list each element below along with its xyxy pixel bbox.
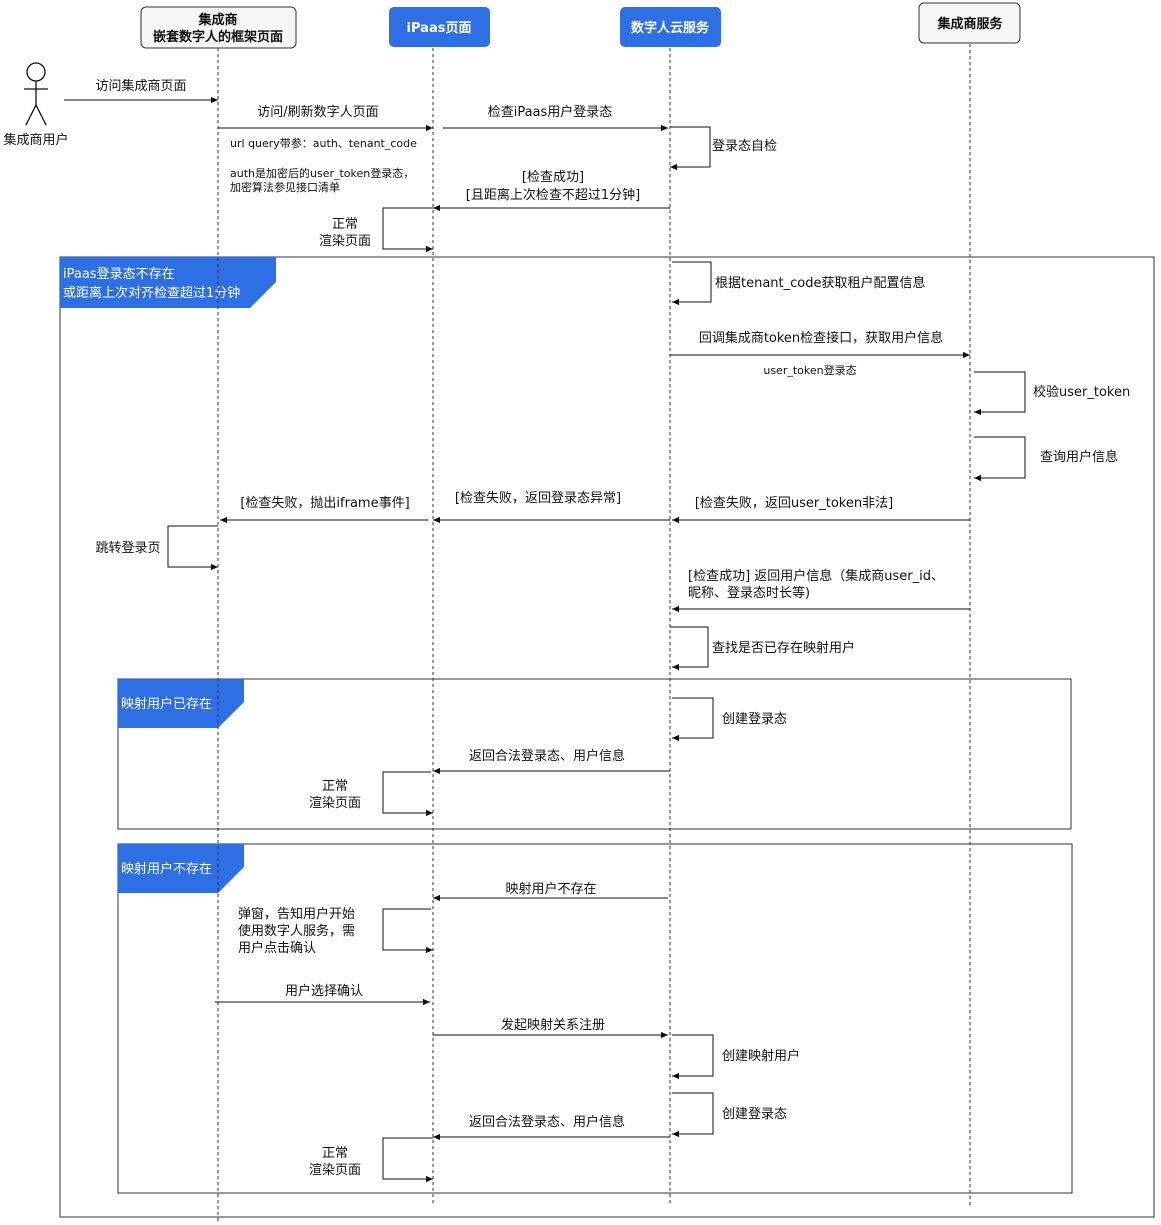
fragment-notexists-label: 映射用户不存在 bbox=[121, 861, 212, 877]
msg-popup-arrow bbox=[382, 908, 433, 954]
msg-query-user-label: 查询用户信息 bbox=[1040, 449, 1118, 465]
fragment-outer-frame bbox=[59, 256, 1155, 1218]
fragment-exists-label: 映射用户已存在 bbox=[121, 696, 212, 712]
participant-frame-label-2: 嵌套数字人的框架页面 bbox=[153, 29, 283, 45]
fragment-outer-label-1: iPaas登录态不存在 bbox=[63, 267, 175, 282]
msg-url-query-note: url query带参：auth、tenant_code bbox=[230, 136, 417, 150]
msg-return-valid-1-label: 返回合法登录态、用户信息 bbox=[469, 748, 625, 764]
msg-mapped-not-exist-label: 映射用户不存在 bbox=[505, 881, 596, 897]
fragment-exists-tag bbox=[118, 679, 244, 728]
msg-success-userinfo-label-1: [检查成功] 返回用户信息（集成商user_id、 bbox=[688, 568, 944, 584]
actor-user-label: 集成商用户 bbox=[3, 132, 68, 148]
msg-check-ipaas-label: 检查iPaas用户登录态 bbox=[488, 104, 613, 120]
msg-create-mapped-label: 创建映射用户 bbox=[722, 1048, 800, 1064]
msg-fail-login-label: [检查失败，返回登录态异常] bbox=[455, 491, 621, 506]
msg-user-token-note: user_token登录态 bbox=[763, 363, 856, 377]
msg-create-login-2-label: 创建登录态 bbox=[722, 1107, 787, 1122]
msg-self-check-label: 登录态自检 bbox=[712, 139, 777, 154]
fragment-outer-tag bbox=[60, 257, 276, 308]
msg-check-success-label-2: [且距离上次检查不超过1分钟] bbox=[466, 187, 640, 203]
msg-popup-label-3: 用户点击确认 bbox=[238, 940, 316, 956]
msg-auth-note-2: 加密算法参见接口清单 bbox=[230, 180, 340, 194]
msg-query-user-arrow bbox=[974, 436, 1026, 482]
msg-render-2-label-2: 渲染页面 bbox=[309, 796, 361, 811]
msg-find-mapped-arrow bbox=[670, 626, 709, 671]
participant-ipaas-box bbox=[389, 7, 490, 47]
msg-render-1-label-1: 正常 bbox=[332, 217, 358, 232]
msg-goto-login-label: 跳转登录页 bbox=[95, 541, 160, 556]
msg-render-3-arrow bbox=[382, 1137, 433, 1183]
msg-render-1-label-2: 渲染页面 bbox=[319, 234, 371, 249]
msg-fail-token-label: [检查失败，返回user_token非法] bbox=[695, 496, 893, 511]
msg-render-2-label-1: 正常 bbox=[322, 779, 348, 794]
participant-svc-box bbox=[918, 2, 1021, 44]
msg-fail-iframe-label: [检查失败，抛出iframe事件] bbox=[240, 496, 409, 511]
msg-verify-token-arrow bbox=[974, 371, 1026, 416]
msg-create-login-2-arrow bbox=[672, 1092, 714, 1138]
msg-get-tenant-arrow bbox=[672, 261, 712, 306]
msg-auth-note-1: auth是加密后的user_token登录态， bbox=[230, 166, 414, 180]
participant-dh-box bbox=[620, 7, 721, 47]
participant-svc-label: 集成商服务 bbox=[936, 16, 1003, 32]
participant-frame-label-1: 集成商 bbox=[197, 12, 237, 28]
msg-register-mapping-label: 发起映射关系注册 bbox=[501, 1017, 605, 1033]
msg-user-confirm-label: 用户选择确认 bbox=[285, 983, 363, 999]
msg-create-mapped-arrow bbox=[672, 1034, 714, 1080]
msg-create-login-1-arrow bbox=[672, 697, 714, 742]
msg-check-success-label-1: [检查成功] bbox=[522, 170, 584, 185]
msg-verify-token-label: 校验user_token bbox=[1033, 384, 1130, 400]
participant-dh-label: 数字人云服务 bbox=[631, 20, 710, 36]
msg-return-valid-2-label: 返回合法登录态、用户信息 bbox=[469, 1114, 625, 1130]
msg-render-2-arrow bbox=[382, 771, 433, 817]
msg-success-userinfo-label-2: 昵称、登录态时长等) bbox=[688, 585, 810, 601]
msg-render-3-label-2: 渲染页面 bbox=[309, 1163, 361, 1178]
msg-render-3-label-1: 正常 bbox=[322, 1146, 348, 1161]
participant-frame-box bbox=[140, 6, 297, 49]
msg-self-check-arrow bbox=[670, 126, 711, 171]
fragment-notexists-tag bbox=[118, 844, 244, 893]
user-actor-icon bbox=[24, 62, 48, 126]
msg-render-1-arrow bbox=[382, 207, 433, 253]
msg-create-login-1-label: 创建登录态 bbox=[722, 712, 787, 727]
msg-find-mapped-label: 查找是否已存在映射用户 bbox=[712, 640, 855, 656]
msg-goto-login-arrow bbox=[167, 525, 218, 571]
msg-visit-integrator-label: 访问集成商页面 bbox=[95, 78, 186, 94]
msg-get-tenant-label: 根据tenant_code获取租户配置信息 bbox=[715, 275, 926, 291]
fragment-exists-frame bbox=[117, 678, 1072, 830]
fragment-notexists-frame bbox=[117, 843, 1073, 1194]
msg-visit-dh-page-label: 访问/刷新数字人页面 bbox=[257, 104, 378, 120]
participant-ipaas-label: iPaas页面 bbox=[407, 21, 472, 36]
msg-callback-token-label: 回调集成商token检查接口，获取用户信息 bbox=[699, 330, 943, 346]
msg-popup-label-1: 弹窗，告知用户开始 bbox=[238, 906, 355, 922]
fragment-outer-label-2: 或距离上次对齐检查超过1分钟 bbox=[63, 285, 240, 301]
msg-popup-label-2: 使用数字人服务，需 bbox=[238, 923, 355, 939]
